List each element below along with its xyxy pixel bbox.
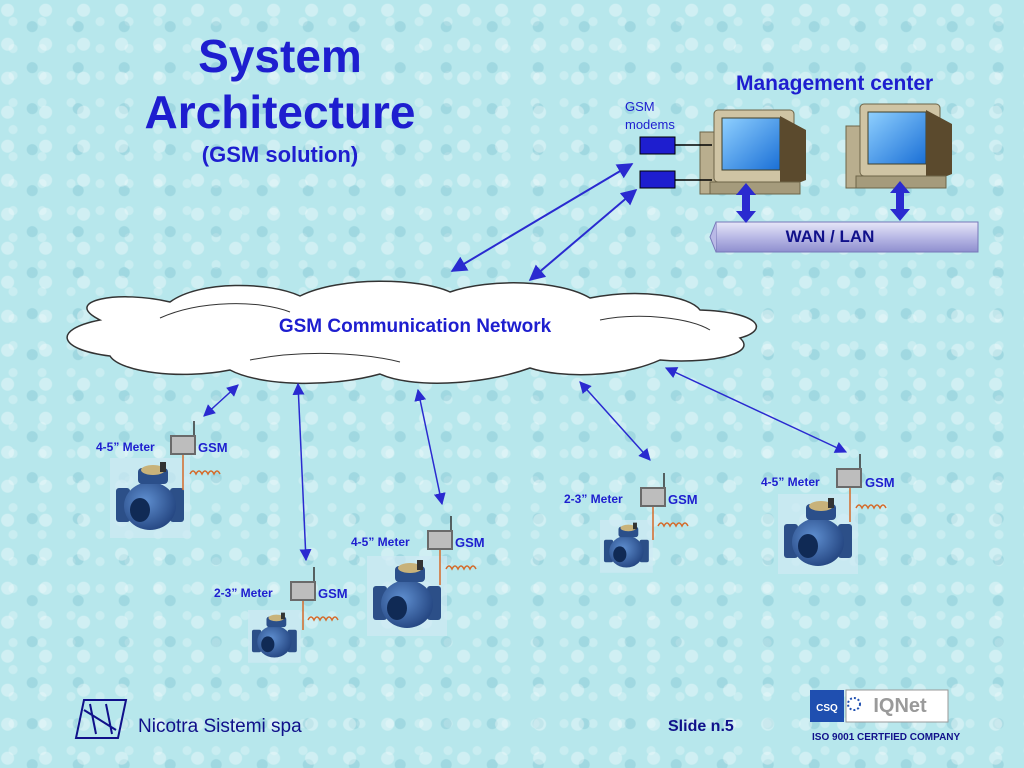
meter-5 — [778, 453, 887, 574]
meter-1-body-icon — [110, 458, 190, 538]
gsm-modems-label: GSM modems — [625, 98, 695, 134]
page-title-line1: System — [198, 30, 362, 82]
meter-1-coil — [189, 470, 221, 475]
meter-1-gsm-label: GSM — [198, 440, 228, 455]
meter-2-size-label: 2-3” Meter — [214, 586, 273, 600]
management-center-label: Management center — [736, 72, 934, 95]
meter-2-gsm-box — [289, 566, 317, 602]
meter-3 — [367, 515, 477, 636]
meter-3-coil — [445, 565, 477, 570]
svg-text:IQNet: IQNet — [873, 695, 927, 717]
meter-2 — [248, 566, 339, 663]
meter-5-gsm-box — [835, 453, 863, 489]
gsm-network-cloud — [66, 280, 758, 385]
gsm-modems-label-line2: modems — [625, 117, 675, 132]
page-title-line2: Architecture — [144, 86, 416, 138]
page-subtitle: (GSM solution) — [201, 142, 359, 167]
company-logo-icon — [74, 699, 128, 739]
gsm-network-label: GSM Communication Network — [278, 316, 552, 337]
company-name: Nicotra Sistemi spa — [138, 716, 302, 737]
cloud-meter3-arrow — [414, 388, 446, 506]
iso-certification-badge-icon: CSQ IQNet — [810, 689, 949, 723]
wan-lan-label: WAN / LAN — [785, 227, 875, 246]
meter-1-gsm-box — [169, 420, 197, 456]
meter-4-coil — [657, 522, 689, 527]
iso-certification-text: ISO 9001 CERTFIED COMPANY — [812, 732, 961, 743]
page-title: System Architecture — [60, 28, 500, 140]
meter-5-size-label: 4-5” Meter — [761, 475, 820, 489]
cloud-meter5-arrow — [664, 367, 848, 453]
gsm-modems-label-line1: GSM — [625, 99, 655, 114]
meter-3-body-icon — [367, 556, 447, 636]
meter-5-coil — [855, 504, 887, 509]
meter-2-body-icon — [248, 610, 301, 663]
meter-1 — [110, 420, 221, 538]
gsm-modem-2 — [639, 170, 676, 189]
meter-4 — [600, 472, 689, 573]
gsm-modem-1 — [639, 136, 676, 155]
meter-2-coil — [307, 616, 339, 621]
meter-4-size-label: 2-3” Meter — [564, 492, 623, 506]
meter-5-body-icon — [778, 494, 858, 574]
meter-3-size-label: 4-5” Meter — [351, 535, 410, 549]
management-computer-2 — [845, 103, 953, 189]
wan-lan-bar — [709, 221, 979, 253]
meter-1-size-label: 4-5” Meter — [96, 440, 155, 454]
cloud-meter2-arrow — [292, 382, 312, 562]
meter-4-gsm-label: GSM — [668, 492, 698, 507]
meter-5-gsm-label: GSM — [865, 475, 895, 490]
management-computer-1 — [699, 109, 807, 195]
cloud-meter1-arrow — [203, 384, 239, 417]
meter-4-gsm-box — [639, 472, 667, 508]
meter-4-body-icon — [600, 520, 653, 573]
cloud-meter4-arrow — [579, 381, 651, 461]
meter-3-gsm-label: GSM — [455, 535, 485, 550]
slide-number: Slide n.5 — [668, 718, 734, 735]
modem-cloud-arrow-2 — [528, 188, 638, 282]
meter-2-gsm-label: GSM — [318, 586, 348, 601]
meter-3-gsm-box — [426, 515, 454, 551]
svg-text:CSQ: CSQ — [816, 703, 838, 714]
